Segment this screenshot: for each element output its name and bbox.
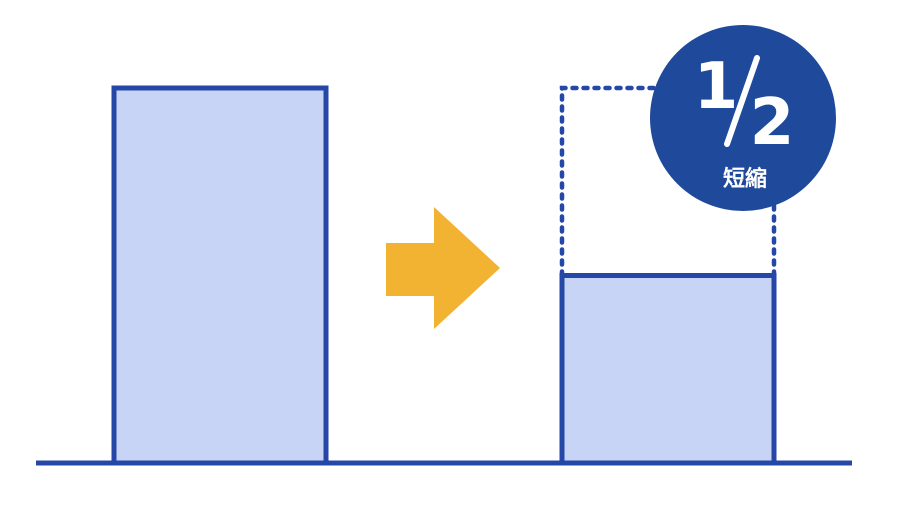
fraction-slash	[724, 55, 760, 147]
bar-after	[559, 273, 777, 466]
right-arrow-icon	[386, 207, 500, 329]
fraction-numerator: 1	[694, 50, 739, 124]
bar-before	[111, 85, 329, 466]
badge-circle	[650, 25, 836, 211]
fraction-denominator: 2	[750, 86, 795, 160]
badge-caption: 短縮	[723, 166, 767, 192]
half-badge: 1 2 短縮	[650, 25, 836, 211]
